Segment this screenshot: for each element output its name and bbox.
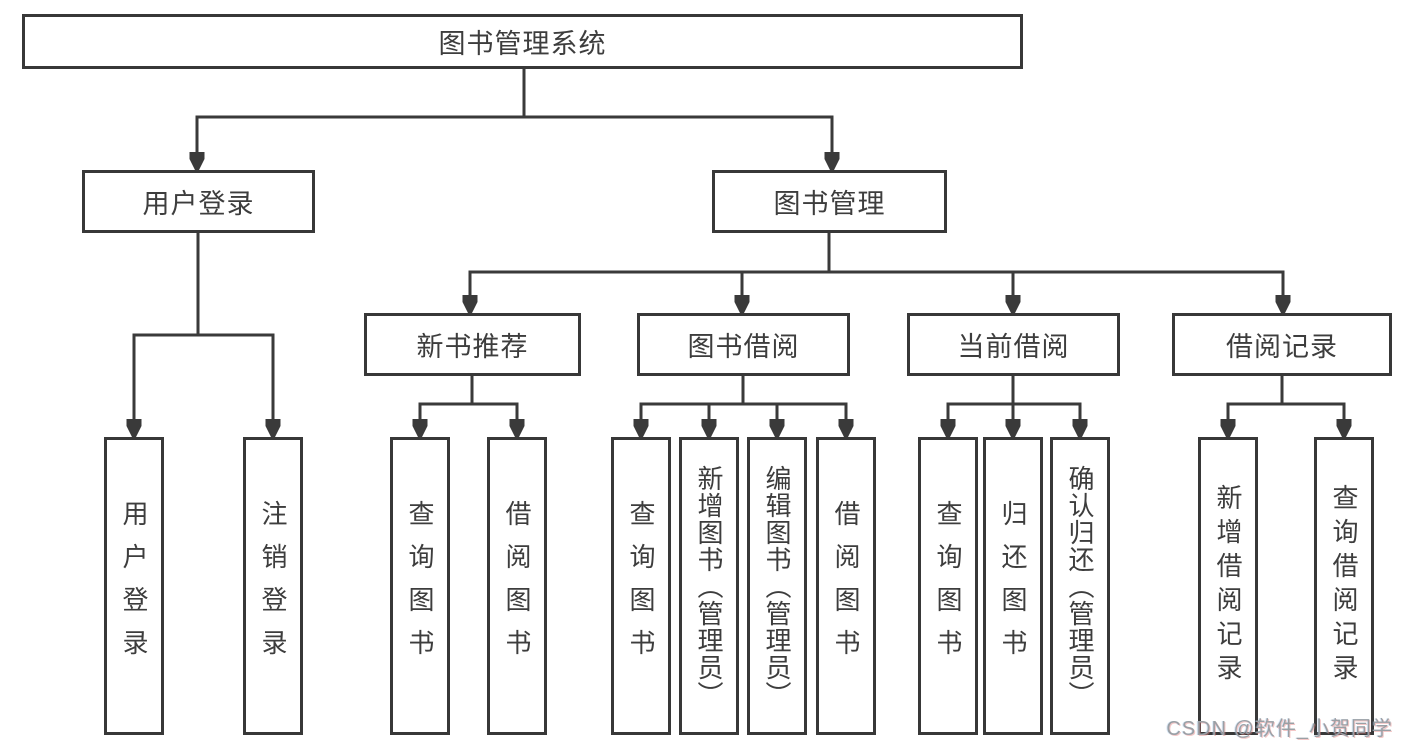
- node-current-borrowing: 当前借阅: [907, 313, 1120, 376]
- leaf-user-login: 用户登录: [104, 437, 164, 735]
- node-current-borrowing-label: 当前借阅: [957, 332, 1070, 362]
- node-borrowing-records-label: 借阅记录: [1226, 332, 1338, 362]
- node-book-borrowing-label: 图书借阅: [687, 332, 800, 362]
- leaf-edit-book-admin: 编辑图书（管理员）: [747, 437, 807, 735]
- node-system-root: 图书管理系统: [22, 14, 1023, 69]
- node-user-login: 用户登录: [82, 170, 315, 233]
- node-system-root-label: 图书管理系统: [438, 29, 607, 59]
- csdn-watermark: CSDN @软件_小贺同学: [1166, 718, 1393, 740]
- leaf-add-borrow-record: 新增借阅记录: [1198, 437, 1258, 735]
- node-new-book-recommend-label: 新书推荐: [416, 332, 529, 362]
- node-book-borrowing: 图书借阅: [637, 313, 850, 376]
- leaf-borrow-books-recommend: 借阅图书: [487, 437, 547, 735]
- leaf-confirm-return-admin: 确认归还（管理员）: [1050, 437, 1110, 735]
- leaf-query-borrow-record: 查询借阅记录: [1314, 437, 1374, 735]
- leaf-return-books: 归还图书: [983, 437, 1043, 735]
- node-user-login-label: 用户登录: [142, 189, 255, 219]
- node-book-management: 图书管理: [712, 170, 947, 233]
- leaf-add-book-admin: 新增图书（管理员）: [679, 437, 739, 735]
- leaf-query-books-recommend: 查询图书: [390, 437, 450, 735]
- leaf-query-books-current: 查询图书: [918, 437, 978, 735]
- leaf-logout: 注销登录: [243, 437, 303, 735]
- leaf-borrow-books-borrowing: 借阅图书: [816, 437, 876, 735]
- node-book-management-label: 图书管理: [773, 189, 886, 219]
- leaf-query-books-borrowing: 查询图书: [611, 437, 671, 735]
- node-new-book-recommend: 新书推荐: [364, 313, 581, 376]
- node-borrowing-records: 借阅记录: [1172, 313, 1392, 376]
